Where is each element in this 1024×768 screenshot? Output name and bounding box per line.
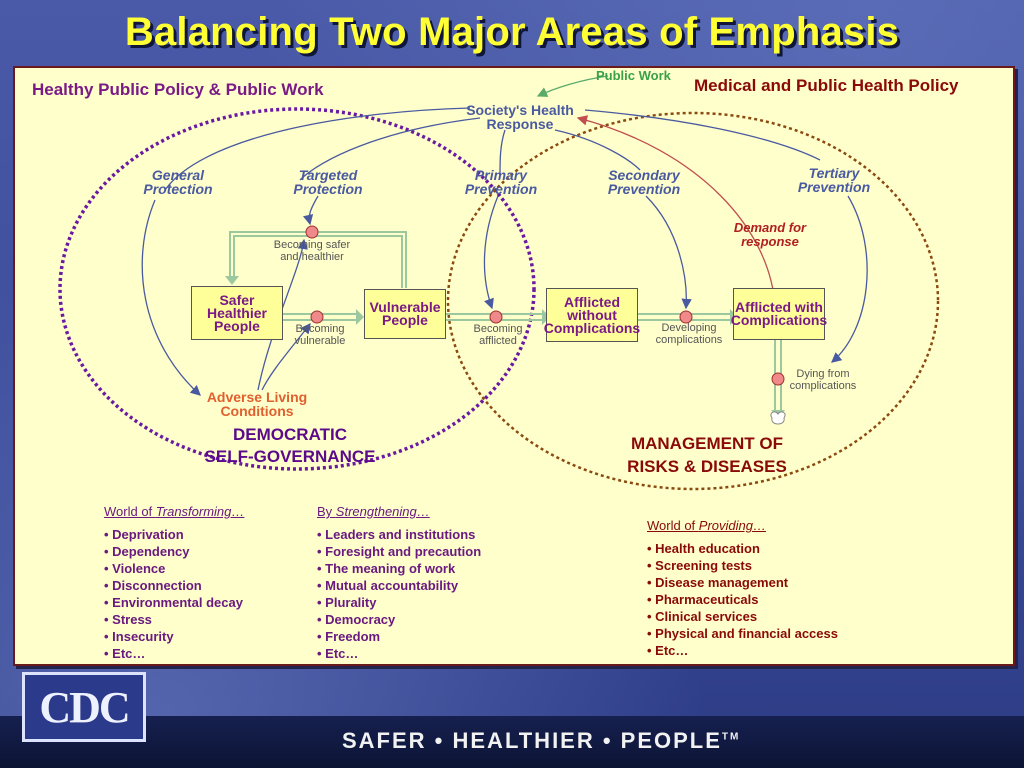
cdc-logo: CDC — [22, 672, 146, 742]
strengthening-list: By Strengthening… • Leaders and institut… — [317, 503, 481, 662]
demand-arrow — [576, 115, 776, 307]
transforming-heading: World of Transforming… — [104, 504, 245, 519]
list-item: • Insecurity — [104, 629, 174, 644]
causal-arrows — [141, 107, 868, 396]
valve-becoming-safer — [305, 225, 319, 239]
list-item: • Clinical services — [647, 609, 758, 624]
transforming-list: World of Transforming… • Deprivation • D… — [104, 503, 244, 662]
public-work-arrow — [536, 75, 609, 97]
list-item: • Health education — [647, 541, 760, 556]
public-work-label: Public Work — [596, 68, 671, 83]
list-item: • Freedom — [317, 629, 381, 644]
valve-developing — [679, 310, 693, 324]
list-item: • Etc… — [647, 643, 689, 658]
list-item: • Stress — [104, 612, 152, 627]
providing-heading: World of Providing… — [647, 518, 766, 533]
providing-list: World of Providing… • Health education •… — [647, 517, 838, 659]
tagline: SAFER • HEALTHIER • PEOPLETM — [342, 728, 741, 753]
list-item: • Environmental decay — [104, 595, 243, 610]
management-circle — [446, 111, 940, 491]
list-item: • Disease management — [647, 575, 789, 590]
slide-title: Balancing Two Major Areas of Emphasis — [124, 10, 900, 54]
valve-becoming-vulnerable — [310, 310, 324, 324]
list-item: • Deprivation — [104, 527, 184, 542]
democratic-circle — [58, 107, 536, 471]
list-item: • Screening tests — [647, 558, 752, 573]
list-item: • Physical and financial access — [647, 626, 838, 641]
list-item: • Etc… — [104, 646, 146, 661]
list-item: • Disconnection — [104, 578, 202, 593]
list-item: • Dependency — [104, 544, 190, 559]
list-item: • Mutual accountability — [317, 578, 459, 593]
list-item: • The meaning of work — [317, 561, 456, 576]
footer-band — [0, 716, 1024, 768]
header-left: Healthy Public Policy & Public Work — [32, 80, 324, 99]
strengthening-heading: By Strengthening… — [317, 504, 430, 519]
cloud-sink-icon — [770, 411, 786, 425]
list-item: • Foresight and precaution — [317, 544, 482, 559]
list-item: • Democracy — [317, 612, 396, 627]
header-right: Medical and Public Health Policy — [694, 76, 959, 95]
valve-dying — [771, 372, 785, 386]
list-item: • Pharmaceuticals — [647, 592, 759, 607]
list-item: • Plurality — [317, 595, 377, 610]
valve-becoming-afflicted — [489, 310, 503, 324]
list-item: • Etc… — [317, 646, 359, 661]
list-item: • Leaders and institutions — [317, 527, 476, 542]
list-item: • Violence — [104, 561, 166, 576]
diagram-panel — [13, 66, 1015, 666]
